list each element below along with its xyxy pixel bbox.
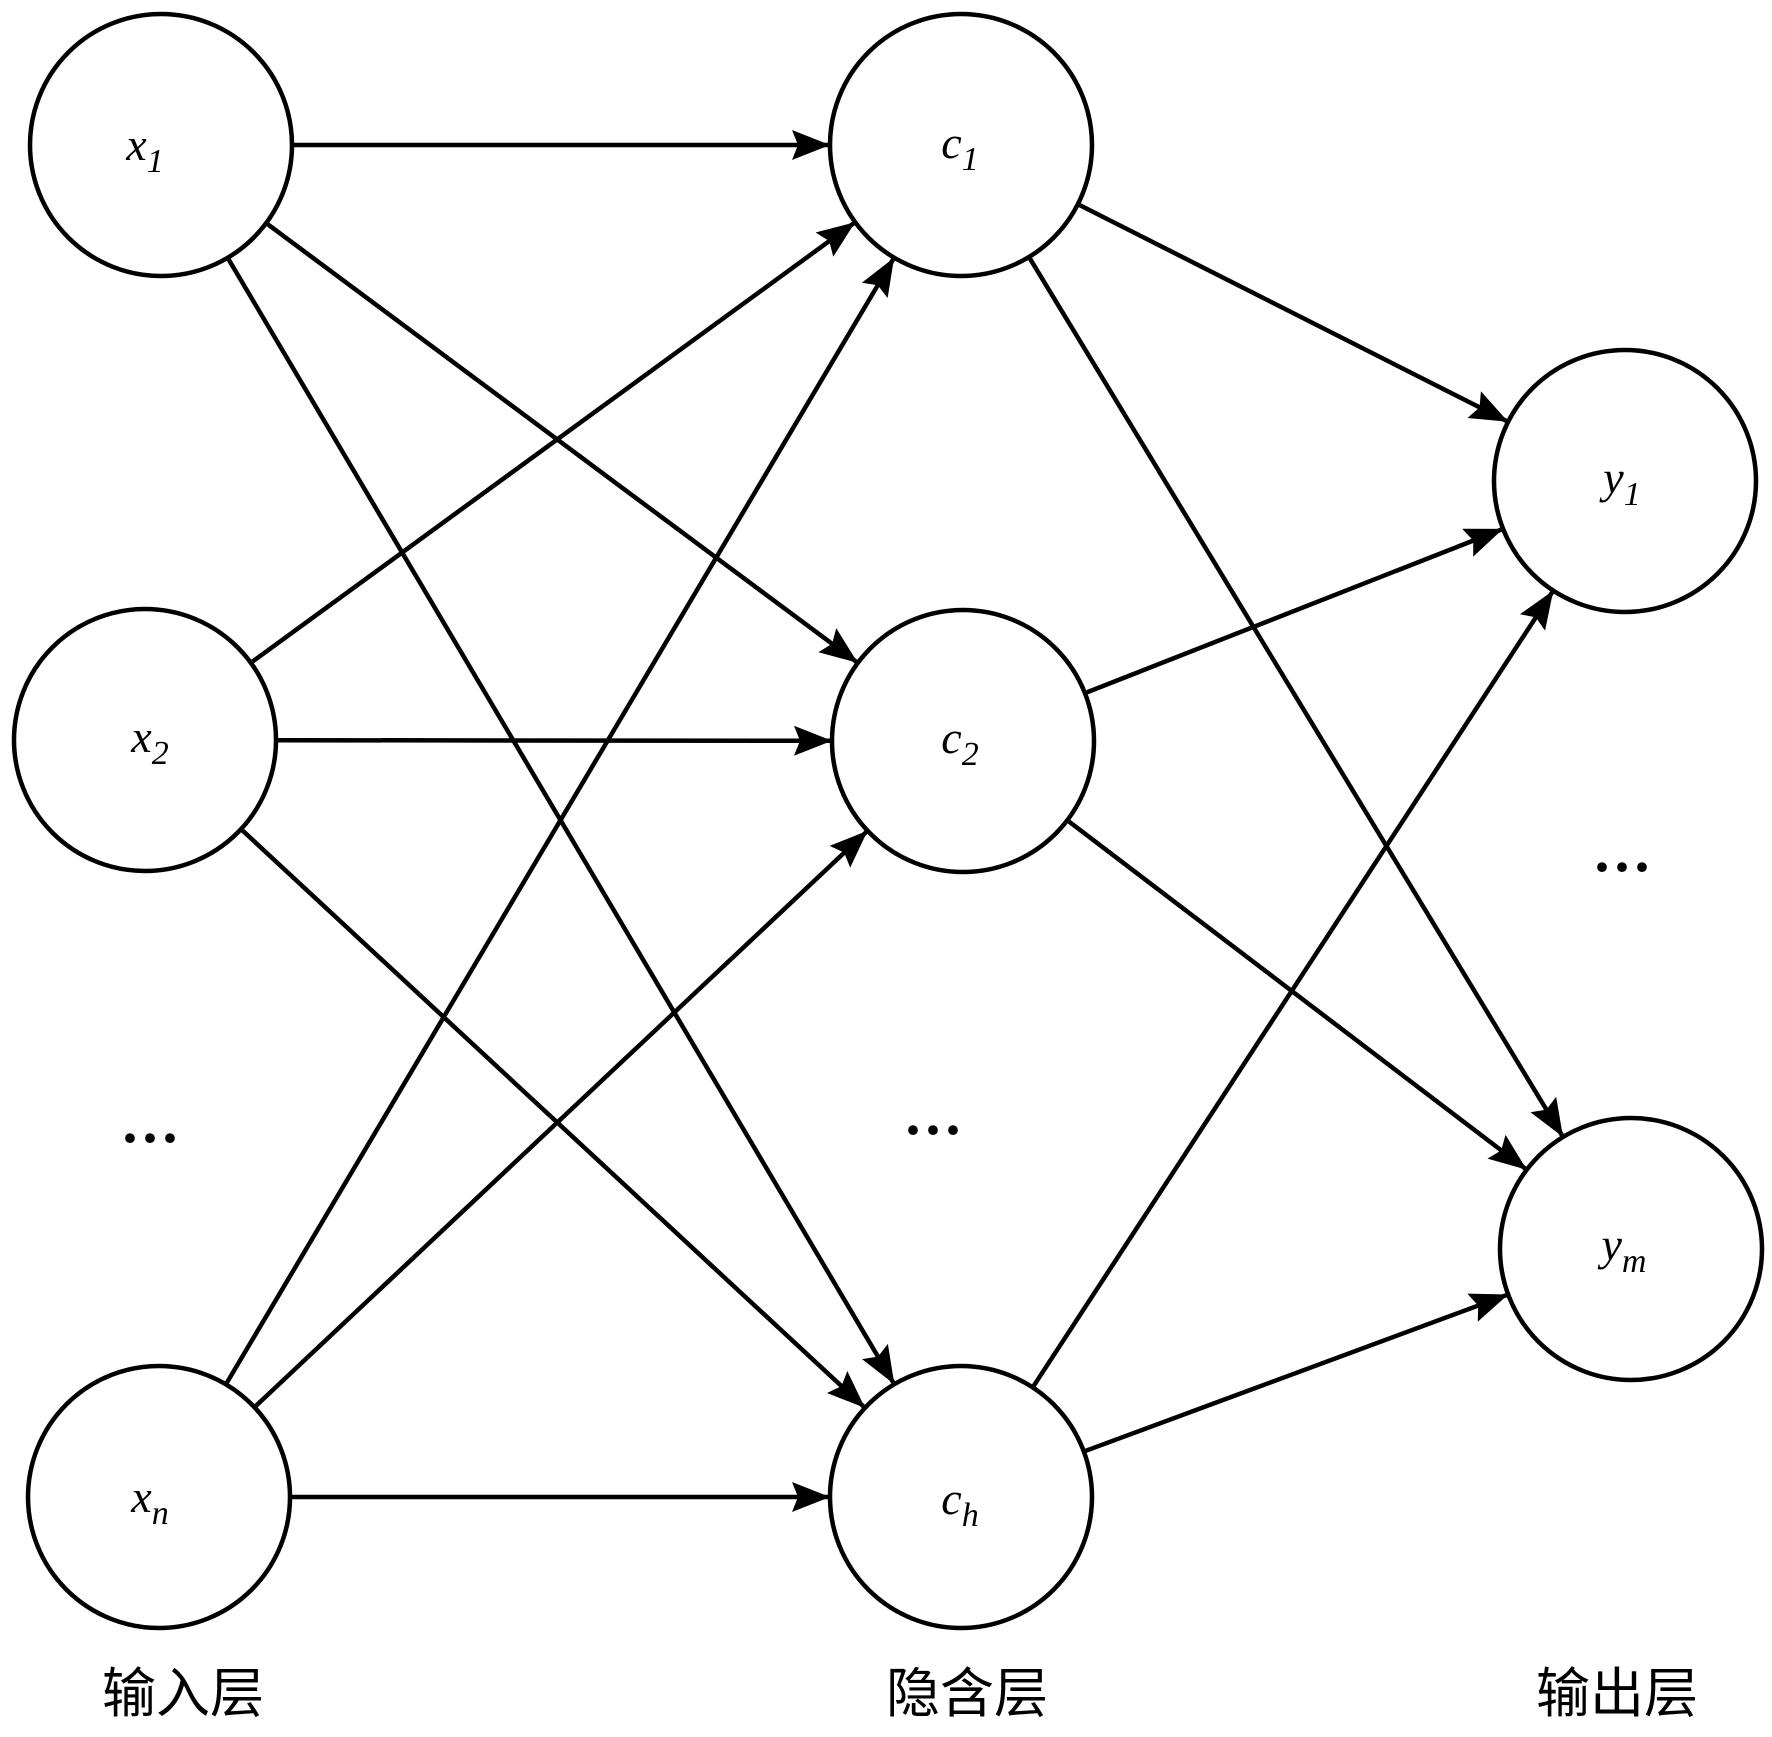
node-c2-base: c	[941, 712, 961, 763]
edge-c1-to-y1	[1078, 203, 1509, 423]
input-layer-ellipsis: ···	[120, 1105, 180, 1171]
node-y1-base: y	[1599, 452, 1624, 503]
input-layer-title: 输入层	[102, 1662, 264, 1725]
node-c2: c2	[829, 607, 1097, 875]
node-x2: x2	[11, 606, 279, 874]
edge-ch-to-y1	[1031, 590, 1555, 1387]
edge-c2-to-y1	[1085, 527, 1504, 695]
node-xn: xn	[25, 1363, 293, 1631]
node-x1: x1	[27, 11, 295, 279]
node-y1: y1	[1491, 347, 1759, 615]
node-ch: ch	[827, 1363, 1095, 1631]
edge-c1-to-ym	[1028, 257, 1564, 1138]
node-x2-base: x	[130, 711, 152, 762]
hidden-layer-ellipsis: ···	[903, 1097, 963, 1163]
node-ym-base: y	[1598, 1219, 1623, 1270]
node-x1-base: x	[125, 119, 147, 170]
svg-text:ch: ch	[941, 1473, 978, 1534]
edge-x1-to-c2	[266, 222, 858, 664]
edge-x2-to-c2	[277, 725, 832, 756]
node-c2-sub: 2	[962, 736, 979, 773]
svg-text:xn: xn	[130, 1471, 168, 1532]
node-y1-sub: 1	[1624, 476, 1641, 513]
node-ym: ym	[1497, 1115, 1765, 1383]
edge-x2-to-ch	[240, 828, 866, 1409]
node-c1: c1	[827, 11, 1095, 279]
node-c1-base: c	[941, 117, 961, 168]
node-ch-base: c	[941, 1473, 961, 1524]
svg-text:x1: x1	[125, 119, 163, 180]
connection-edges	[224, 130, 1564, 1512]
node-xn-base: x	[130, 1471, 152, 1522]
node-ym-sub: m	[1622, 1243, 1647, 1280]
edge-x2-to-c1	[251, 221, 856, 664]
edge-ch-to-ym	[1084, 1293, 1509, 1453]
node-c1-sub: 1	[962, 141, 979, 178]
edge-xn-to-c2	[254, 830, 868, 1408]
node-xn-sub: n	[152, 1495, 169, 1532]
svg-text:ym: ym	[1598, 1219, 1647, 1280]
svg-text:c2: c2	[941, 712, 978, 773]
svg-text:y1: y1	[1599, 452, 1640, 513]
edge-c2-to-ym	[1067, 819, 1527, 1171]
output-layer-ellipsis: ···	[1592, 834, 1652, 900]
hidden-layer-title: 隐含层	[886, 1662, 1048, 1725]
output-layer-title: 输出层	[1536, 1662, 1698, 1725]
node-x1-sub: 1	[147, 143, 164, 180]
nodes-group: x1 x2 xn c1 c2	[11, 11, 1765, 1631]
edge-xn-to-c1	[224, 257, 896, 1384]
svg-text:c1: c1	[941, 117, 978, 178]
node-x2-sub: 2	[152, 735, 169, 772]
node-ch-sub: h	[962, 1497, 979, 1534]
svg-text:x2: x2	[130, 711, 168, 772]
